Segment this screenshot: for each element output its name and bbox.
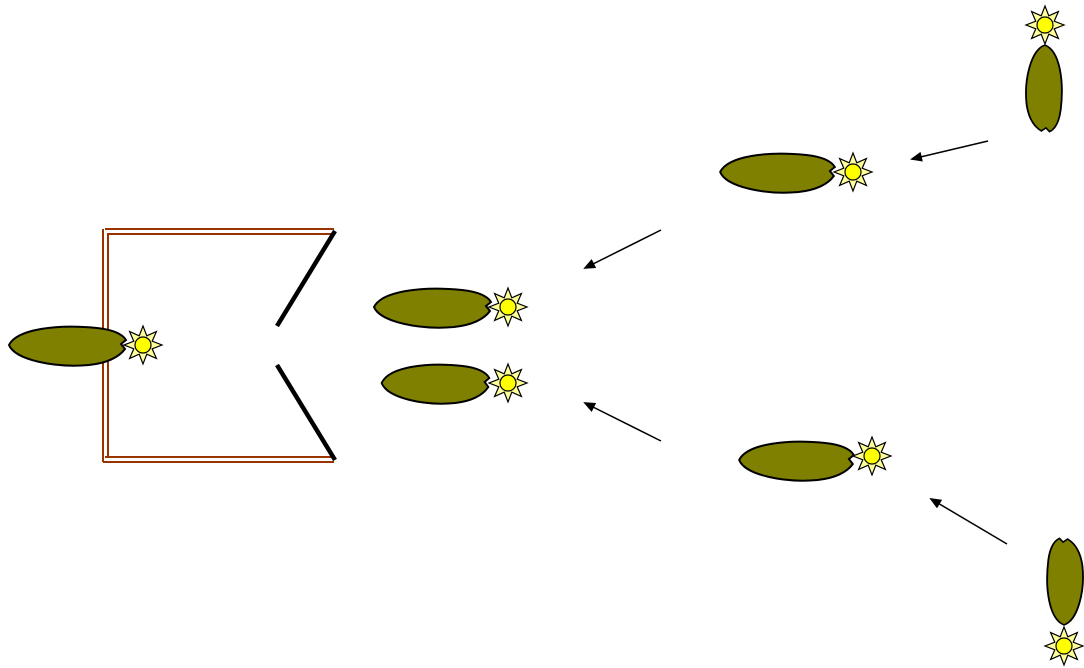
gate-flap-upper (275, 229, 337, 328)
enclosure-top-wall (105, 228, 334, 235)
sun-icon (1044, 626, 1084, 666)
organism-at-entrance-lower (380, 363, 528, 405)
leaf-icon (719, 152, 836, 194)
arrow-icon (583, 402, 662, 442)
sun-icon (833, 152, 873, 192)
organism-at-entrance-upper (373, 287, 528, 329)
gate-flap-lower (275, 363, 337, 462)
leaf-icon (1046, 537, 1084, 626)
leaf-icon (738, 440, 855, 482)
leaf-icon (373, 287, 492, 329)
leaf-icon (1025, 44, 1063, 133)
arrow-icon (929, 497, 1008, 545)
sun-icon (123, 325, 163, 365)
arrow-icon (583, 229, 662, 269)
sun-icon (1025, 5, 1065, 45)
sun-icon (852, 436, 892, 476)
arrows (583, 140, 1008, 545)
gate-flaps (275, 229, 337, 462)
leaf-icon (380, 363, 491, 405)
enclosure-bottom-wall (103, 456, 334, 463)
organism-far-lower (1044, 537, 1084, 666)
sun-icon (488, 287, 528, 327)
arrow-icon (910, 140, 989, 162)
organism-far-upper (1025, 5, 1065, 133)
organism-inside-enclosure (8, 325, 163, 367)
organism-approach-upper (719, 152, 873, 194)
leaf-icon (8, 325, 127, 367)
sun-icon (488, 363, 528, 403)
organism-approach-lower (738, 436, 892, 482)
